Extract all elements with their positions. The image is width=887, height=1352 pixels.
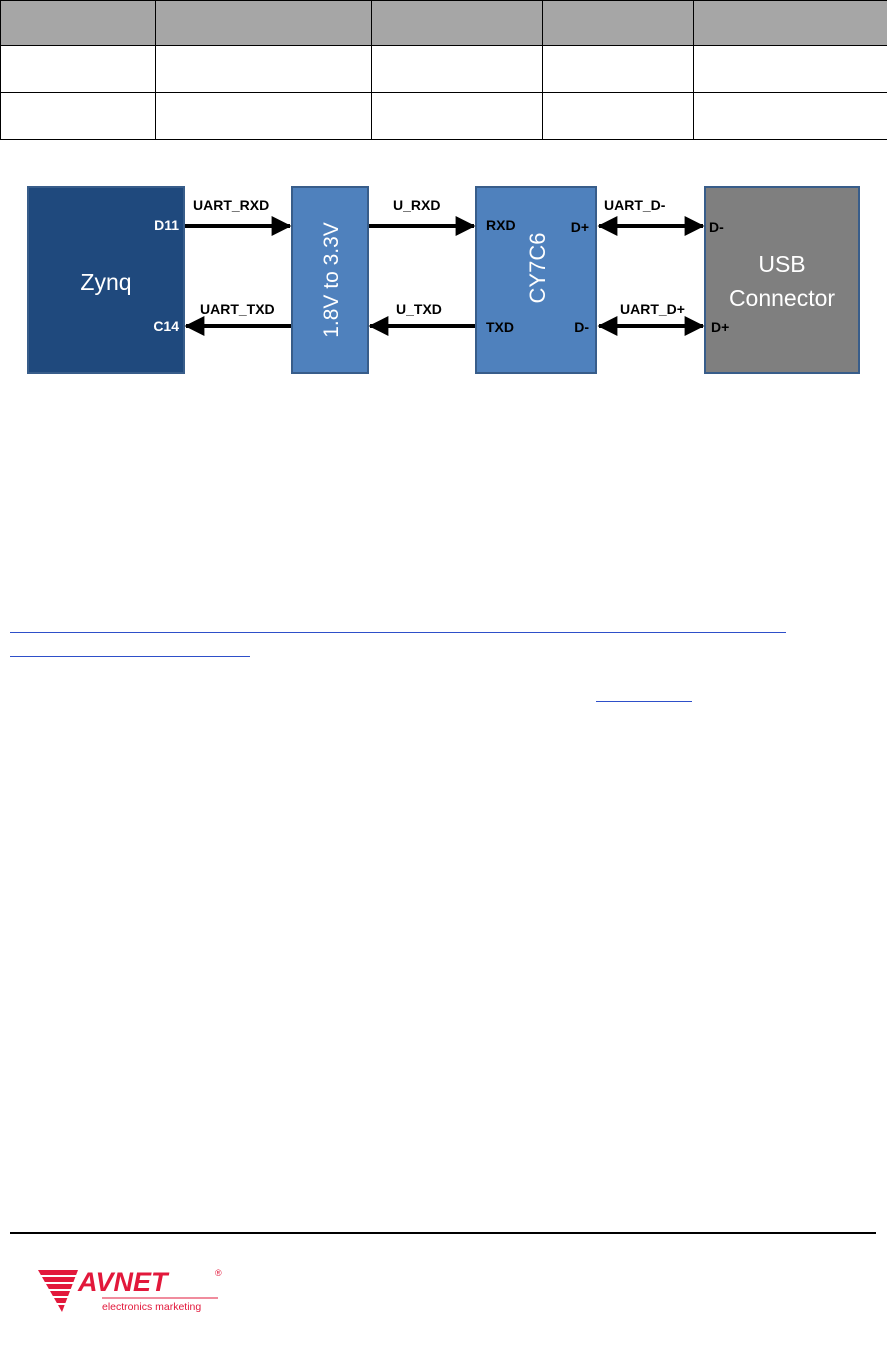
table-header-cell (155, 0, 372, 46)
hyperlink-underline[interactable] (596, 701, 692, 702)
cy7c6-pin-dplus: D+ (571, 219, 589, 235)
hyperlink-underline[interactable] (10, 632, 786, 633)
usb-pin-dminus: D- (709, 219, 724, 235)
cy7c6-label: CY7C6 (525, 233, 550, 304)
signal-uart-txd: UART_TXD (200, 301, 275, 317)
zynq-block (27, 186, 185, 374)
avnet-mark-icon (36, 1270, 82, 1312)
cy7c6-pin-rxd: RXD (486, 217, 516, 233)
zynq-label: Zynq (80, 269, 131, 295)
signal-u-txd: U_TXD (396, 301, 442, 317)
footer-rule (10, 1232, 876, 1234)
cy7c6-block (475, 186, 597, 374)
signal-uart-dplus: UART_D+ (620, 301, 685, 317)
zynq-pin-c14: C14 (153, 318, 179, 334)
table-cell (155, 92, 372, 140)
avnet-logo: AVNET ® electronics marketing (22, 1244, 224, 1320)
table-cell (0, 92, 156, 140)
table-row (0, 45, 887, 93)
logo-mark: ® (215, 1268, 222, 1278)
signal-uart-dminus: UART_D- (604, 197, 666, 213)
usb-label-line2: Connector (729, 285, 835, 311)
table-cell (693, 45, 887, 93)
cy7c6-pin-dminus: D- (574, 319, 589, 335)
pin-table (0, 0, 887, 140)
logo-brand: AVNET (77, 1267, 170, 1297)
hyperlink-underline[interactable] (10, 656, 250, 657)
table-header-row (0, 0, 887, 46)
uart-block-diagram: Zynq D11 C14 1.8V to 3.3V CY7C6 RXD TXD … (27, 186, 860, 374)
cy7c6-pin-txd: TXD (486, 319, 514, 335)
table-cell (0, 45, 156, 93)
table-header-cell (542, 0, 694, 46)
usb-pin-dplus: D+ (711, 319, 729, 335)
usb-connector-block (704, 186, 860, 374)
table-header-cell (0, 0, 156, 46)
zynq-pin-d11: D11 (154, 217, 179, 233)
level-shifter-block (291, 186, 369, 374)
table-header-cell (693, 0, 887, 46)
table-cell (542, 45, 694, 93)
signal-u-rxd: U_RXD (393, 197, 440, 213)
table-cell (693, 92, 887, 140)
table-cell (371, 92, 543, 140)
table-cell (155, 45, 372, 93)
signal-uart-rxd: UART_RXD (193, 197, 269, 213)
logo-subtitle: electronics marketing (102, 1301, 201, 1313)
level-shifter-label: 1.8V to 3.3V (320, 222, 343, 338)
table-row (0, 92, 887, 140)
table-header-cell (371, 0, 543, 46)
table-cell (542, 92, 694, 140)
table-cell (371, 45, 543, 93)
usb-label-line1: USB (758, 251, 805, 277)
